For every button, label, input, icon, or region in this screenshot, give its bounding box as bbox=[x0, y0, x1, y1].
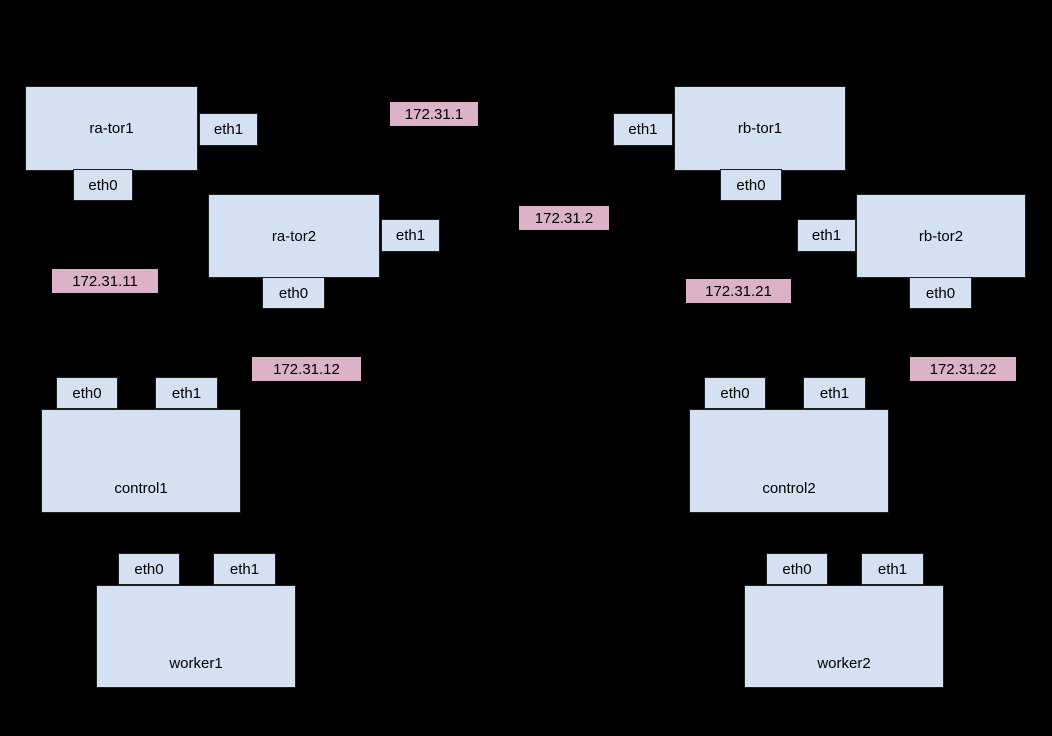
port-label: eth0 bbox=[782, 560, 812, 578]
node-label: control1 bbox=[114, 480, 168, 497]
port-label: eth0 bbox=[736, 176, 766, 194]
port-rb-tor1-eth1[interactable]: eth1 bbox=[613, 113, 673, 146]
node-label: ra-tor2 bbox=[271, 227, 317, 245]
port-worker2-eth0[interactable]: eth0 bbox=[766, 553, 828, 585]
port-label: eth0 bbox=[925, 284, 956, 302]
port-ra-tor2-eth0[interactable]: eth0 bbox=[262, 277, 325, 309]
node-rb-tor2[interactable]: rb-tor2 bbox=[856, 194, 1026, 278]
port-label: eth1 bbox=[171, 384, 202, 402]
port-control1-eth1[interactable]: eth1 bbox=[155, 377, 218, 409]
port-label: eth1 bbox=[628, 121, 658, 138]
node-label: control2 bbox=[762, 480, 816, 497]
node-control2[interactable]: control2 bbox=[689, 409, 889, 513]
node-rb-tor1[interactable]: rb-tor1 bbox=[674, 86, 846, 171]
network-label-net-172-31-12[interactable]: 172.31.12 bbox=[252, 357, 361, 381]
port-control2-eth0[interactable]: eth0 bbox=[704, 377, 766, 409]
node-label: ra-tor1 bbox=[89, 120, 134, 137]
port-worker1-eth1[interactable]: eth1 bbox=[213, 553, 276, 585]
port-label: eth1 bbox=[213, 121, 244, 138]
network-label-text: 172.31.2 bbox=[534, 209, 594, 227]
network-label-text: 172.31.12 bbox=[273, 360, 340, 378]
network-label-net-172-31-1[interactable]: 172.31.1 bbox=[390, 102, 478, 126]
port-worker2-eth1[interactable]: eth1 bbox=[861, 553, 924, 585]
node-label: rb-tor1 bbox=[737, 120, 783, 137]
port-label: eth1 bbox=[819, 384, 850, 402]
port-label: eth1 bbox=[877, 560, 908, 578]
node-ra-tor2[interactable]: ra-tor2 bbox=[208, 194, 380, 278]
node-worker2[interactable]: worker2 bbox=[744, 585, 944, 688]
port-control2-eth1[interactable]: eth1 bbox=[803, 377, 866, 409]
port-control1-eth0[interactable]: eth0 bbox=[56, 377, 118, 409]
network-label-net-172-31-2[interactable]: 172.31.2 bbox=[519, 206, 609, 230]
port-label: eth1 bbox=[229, 560, 260, 578]
port-label: eth0 bbox=[278, 284, 309, 302]
port-label: eth0 bbox=[720, 384, 750, 402]
node-worker1[interactable]: worker1 bbox=[96, 585, 296, 688]
network-label-text: 172.31.22 bbox=[929, 360, 997, 378]
network-label-net-172-31-22[interactable]: 172.31.22 bbox=[910, 357, 1016, 381]
port-rb-tor2-eth0[interactable]: eth0 bbox=[909, 277, 972, 309]
port-worker1-eth0[interactable]: eth0 bbox=[118, 553, 180, 585]
node-control1[interactable]: control1 bbox=[41, 409, 241, 513]
network-label-text: 172.31.11 bbox=[72, 272, 138, 290]
port-ra-tor2-eth1[interactable]: eth1 bbox=[381, 219, 440, 252]
network-label-text: 172.31.21 bbox=[705, 282, 772, 300]
network-label-net-172-31-21[interactable]: 172.31.21 bbox=[686, 279, 791, 303]
port-rb-tor2-eth1[interactable]: eth1 bbox=[797, 219, 856, 252]
network-label-net-172-31-11[interactable]: 172.31.11 bbox=[52, 269, 158, 293]
node-label: worker2 bbox=[817, 655, 871, 672]
port-label: eth1 bbox=[395, 227, 426, 244]
port-ra-tor1-eth1[interactable]: eth1 bbox=[199, 113, 258, 146]
port-rb-tor1-eth0[interactable]: eth0 bbox=[720, 169, 782, 201]
port-label: eth0 bbox=[134, 560, 164, 578]
node-ra-tor1[interactable]: ra-tor1 bbox=[25, 86, 198, 171]
network-label-text: 172.31.1 bbox=[404, 105, 464, 123]
node-label: worker1 bbox=[169, 655, 223, 672]
node-label: rb-tor2 bbox=[918, 227, 964, 245]
port-label: eth0 bbox=[88, 176, 118, 194]
port-label: eth1 bbox=[811, 227, 842, 244]
port-label: eth0 bbox=[72, 384, 102, 402]
port-ra-tor1-eth0[interactable]: eth0 bbox=[73, 169, 133, 201]
